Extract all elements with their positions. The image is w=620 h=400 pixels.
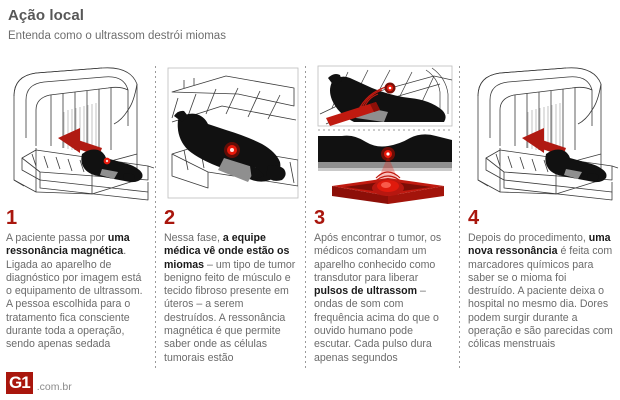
steps-container: 1 A paciente passa por uma ressonância m… xyxy=(0,62,620,370)
step-panel-3: 3 Após encontrar o tumor, os médicos com… xyxy=(306,62,460,370)
step-text-3: Após encontrar o tumor, os médicos coman… xyxy=(314,232,442,364)
step-panel-2: 2 Nessa fase, a equipe médica vê onde es… xyxy=(156,62,306,370)
illustration-transducer-emitting-ultrasound-waves xyxy=(314,62,453,204)
g1-domain-label: .com.br xyxy=(36,381,72,393)
transducer-bar-icon xyxy=(326,102,380,126)
illustration-patient-closeup-with-tumor-marker xyxy=(164,62,299,204)
column-divider-3 xyxy=(459,66,460,368)
step-panel-1: 1 A paciente passa por uma ressonância m… xyxy=(0,62,156,370)
illustration-mri-scanner-followup-scan xyxy=(468,62,619,204)
tumor-marker-icon xyxy=(386,152,390,156)
patient-closeup-icon xyxy=(167,67,299,199)
g1-logo[interactable]: G1 xyxy=(6,372,33,394)
step-text-1: A paciente passa por uma ressonância mag… xyxy=(6,232,143,351)
page-title: Ação local xyxy=(8,7,85,24)
transducer-tray-icon xyxy=(332,178,444,204)
tumor-marker-icon xyxy=(230,148,234,152)
step-number-4: 4 xyxy=(468,207,480,229)
footer: G1 .com.br xyxy=(6,372,72,394)
ultrasound-transducer-icon xyxy=(317,65,453,204)
mri-scanner-icon xyxy=(13,67,154,201)
column-divider-1 xyxy=(155,66,156,368)
page-subtitle: Entenda como o ultrassom destrói miomas xyxy=(8,30,226,42)
step-number-1: 1 xyxy=(6,207,18,229)
header: Ação local Entenda como o ultrassom dest… xyxy=(0,0,620,43)
illustration-mri-scanner-with-patient xyxy=(6,62,154,204)
step-number-3: 3 xyxy=(314,207,326,229)
step-panel-4: 4 Depois do procedimento, uma nova resso… xyxy=(460,62,620,370)
step-text-4: Depois do procedimento, uma nova ressonâ… xyxy=(468,232,613,351)
step-text-2: Nessa fase, a equipe médica vê onde estã… xyxy=(164,232,296,364)
column-divider-2 xyxy=(305,66,306,368)
mri-scanner-icon xyxy=(477,67,619,201)
step-number-2: 2 xyxy=(164,207,176,229)
